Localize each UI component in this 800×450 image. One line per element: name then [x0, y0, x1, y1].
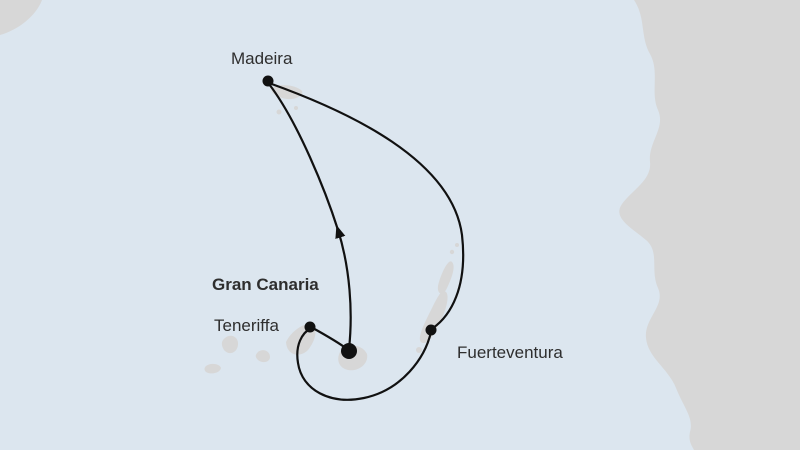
port-dot-madeira [262, 75, 274, 87]
island-madeira [271, 85, 303, 100]
route-gran-canaria-to-madeira-lower [335, 225, 352, 351]
route-fuerteventura-to-teneriffa-loop [296, 326, 433, 401]
port-label-fuerteventura: Fuerteventura [457, 343, 563, 362]
islet-lanzarote-north-1 [449, 249, 455, 255]
islet-desertas-2 [294, 106, 298, 110]
port-label-gran-canaria: Gran Canaria [212, 275, 319, 294]
island-la-palma [221, 335, 239, 354]
route-teneriffa-to-gran-canaria [309, 325, 349, 351]
port-dot-teneriffa [304, 321, 316, 333]
island-el-hierro [204, 363, 221, 374]
route-gran-canaria-to-madeira-upper [267, 82, 340, 232]
port-dot-gran-canaria [341, 343, 357, 359]
route-madeira-to-fuerteventura [267, 81, 465, 330]
port-label-teneriffa: Teneriffa [214, 316, 279, 335]
island-lanzarote [437, 261, 454, 294]
islet-desertas-1 [276, 109, 282, 115]
landmass-africa-coast [619, 0, 800, 450]
island-la-gomera [255, 350, 270, 363]
islet-lanzarote-north-2 [455, 243, 459, 247]
port-dot-fuerteventura [425, 324, 437, 336]
port-label-madeira: Madeira [231, 49, 293, 68]
islet-fuerteventura-south [416, 347, 422, 353]
landmass-top-left-corner [0, 0, 42, 35]
